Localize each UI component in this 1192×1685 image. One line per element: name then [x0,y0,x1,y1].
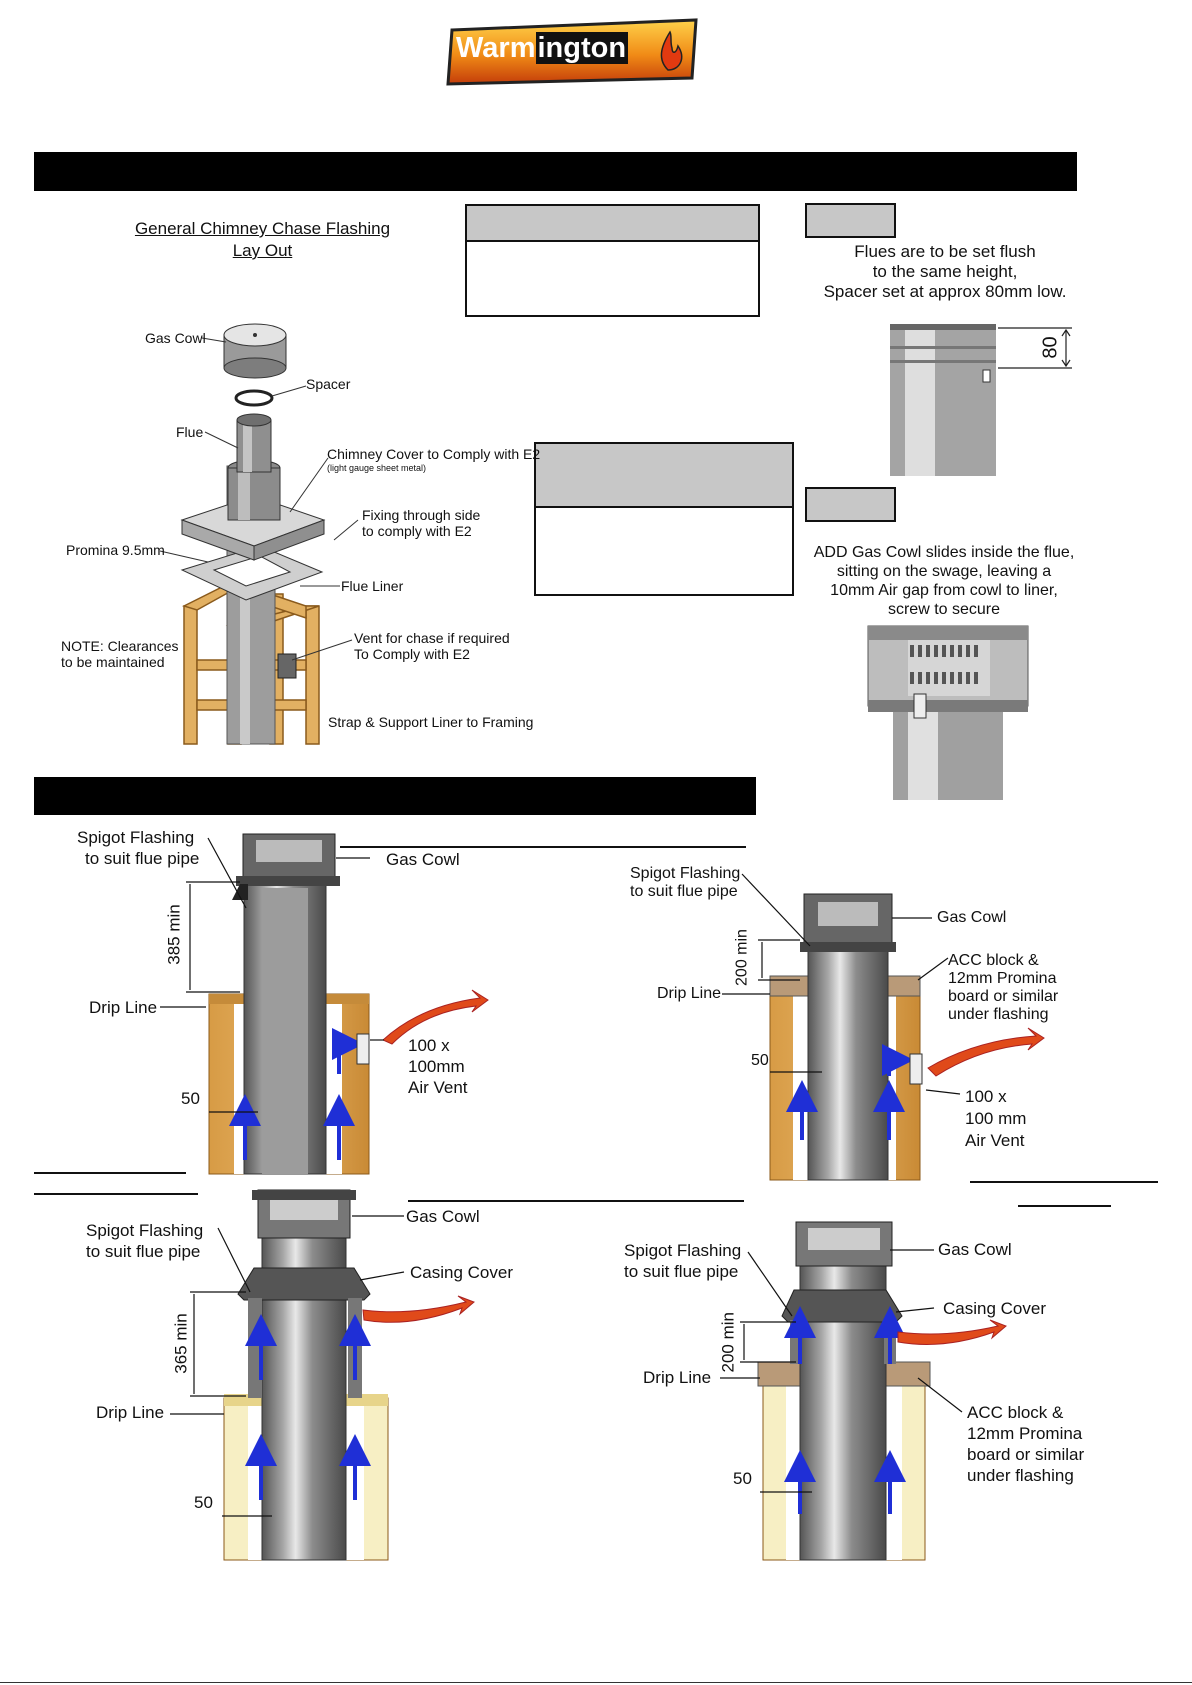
label-promina: Promina 9.5mm [66,542,165,558]
label-note-1: NOTE: Clearances [61,638,179,654]
d3-dim-min: 365 min [171,1313,191,1374]
step-tag-1 [805,203,896,238]
section-header-bar [34,152,1077,191]
flush-note: Flues are to be set flush to the same he… [806,242,1084,302]
label-strap: Strap & Support Liner to Framing [328,714,534,730]
d1-clearance: 50 [181,1089,200,1108]
label-note-2: to be maintained [61,654,165,670]
d2-acc-4: under flashing [948,1006,1049,1023]
label-gas-cowl: Gas Cowl [145,330,206,346]
label-fixing-2: to comply with E2 [362,523,472,539]
flush-note-line3: Spacer set at approx 80mm low. [823,282,1067,301]
d4-spigot-1: Spigot Flashing [624,1241,742,1260]
flush-note-line1: Flues are to be set flush [854,242,1036,261]
note-box-body [465,240,760,317]
label-fixing-1: Fixing through side [362,507,481,523]
d2-dim-min: 200 min [733,929,751,986]
divider-4 [408,1200,744,1202]
divider-3 [34,1193,198,1195]
d3-clearance: 50 [194,1493,213,1512]
diagram-1 [160,833,489,1175]
d2-spigot-1: Spigot Flashing [630,865,741,882]
d4-clearance: 50 [733,1469,752,1488]
d1-vent-3: Air Vent [408,1078,468,1097]
d4-acc-4: under flashing [967,1466,1074,1485]
cowl-note-line1: ADD Gas Cowl slides inside the flue, [813,544,1075,561]
label-chimney-cover-sub: (light gauge sheet metal) [327,463,427,473]
d1-drip-line: Drip Line [89,998,158,1017]
logo-text-2: ington [535,32,629,64]
d2-acc-2: 12mm Promina [948,970,1057,987]
warmington-logo: Warmington [446,18,702,86]
d4-acc-2: 12mm Promina [967,1424,1083,1443]
flush-note-line2: to the same height, [872,262,1018,281]
divider-1 [340,846,746,848]
d3-spigot-2: to suit flue pipe [86,1242,201,1261]
logo-text-1: Warm [456,32,536,64]
d2-gas-cowl: Gas Cowl [937,909,1007,926]
d1-spigot-2: to suit flue pipe [85,849,200,868]
divider-6 [1018,1205,1111,1207]
bottom-rule [0,1682,1192,1683]
label-chimney-cover: Chimney Cover to Comply with E2 [327,446,541,462]
d2-acc-1: ACC block & [948,952,1039,969]
layout-title: General Chimney Chase Flashing Lay Out [120,218,405,262]
label-vent-2: To Comply with E2 [354,646,470,662]
d2-vent-1: 100 x [965,1087,1007,1106]
d2-clearance: 50 [751,1052,769,1069]
d2-vent-2: 100 mm [965,1109,1027,1128]
d1-vent-1: 100 x [408,1036,450,1055]
divider-2 [34,1172,186,1174]
d4-acc-1: ACC block & [967,1403,1064,1422]
section-header-bar-2 [34,777,756,815]
d4-acc-3: board or similar [967,1445,1085,1464]
d3-drip-line: Drip Line [96,1403,165,1422]
d3-casing-cover: Casing Cover [410,1263,513,1282]
d1-dim-min: 385 min [164,904,184,965]
diagram-4 [720,1221,1007,1561]
d1-spigot-1: Spigot Flashing [77,828,195,847]
d1-gas-cowl: Gas Cowl [386,850,460,869]
cowl-note-line4: screw to secure [887,601,1001,618]
d1-vent-2: 100mm [408,1057,465,1076]
label-flue: Flue [176,424,204,440]
d4-gas-cowl: Gas Cowl [938,1240,1012,1259]
d2-acc-3: board or similar [948,988,1059,1005]
layout-title-line1: General Chimney Chase Flashing [134,219,391,238]
cowl-note-line3: 10mm Air gap from cowl to liner, [830,582,1058,599]
label-spacer: Spacer [306,376,351,392]
d2-vent-3: Air Vent [965,1131,1025,1150]
d4-dim-min: 200 min [718,1312,738,1373]
d4-casing-cover: Casing Cover [943,1299,1046,1318]
diagram-3 [170,1189,475,1561]
layout-title-line2: Lay Out [232,241,293,260]
diagram-2 [722,873,1045,1181]
d3-gas-cowl: Gas Cowl [406,1207,480,1226]
d2-drip-line: Drip Line [657,985,722,1002]
label-flue-liner: Flue Liner [341,578,404,594]
d4-drip-line: Drip Line [643,1368,712,1387]
d2-spigot-2: to suit flue pipe [630,883,738,900]
divider-5 [970,1181,1158,1183]
cowl-note-line2: sitting on the swage, leaving a [836,563,1052,580]
note-box-2-body [534,506,794,596]
label-vent-1: Vent for chase if required [354,630,510,646]
d3-spigot-1: Spigot Flashing [86,1221,204,1240]
cowl-note: ADD Gas Cowl slides inside the flue, sit… [804,543,1084,619]
step-tag-2 [805,487,896,522]
d4-spigot-2: to suit flue pipe [624,1262,739,1281]
